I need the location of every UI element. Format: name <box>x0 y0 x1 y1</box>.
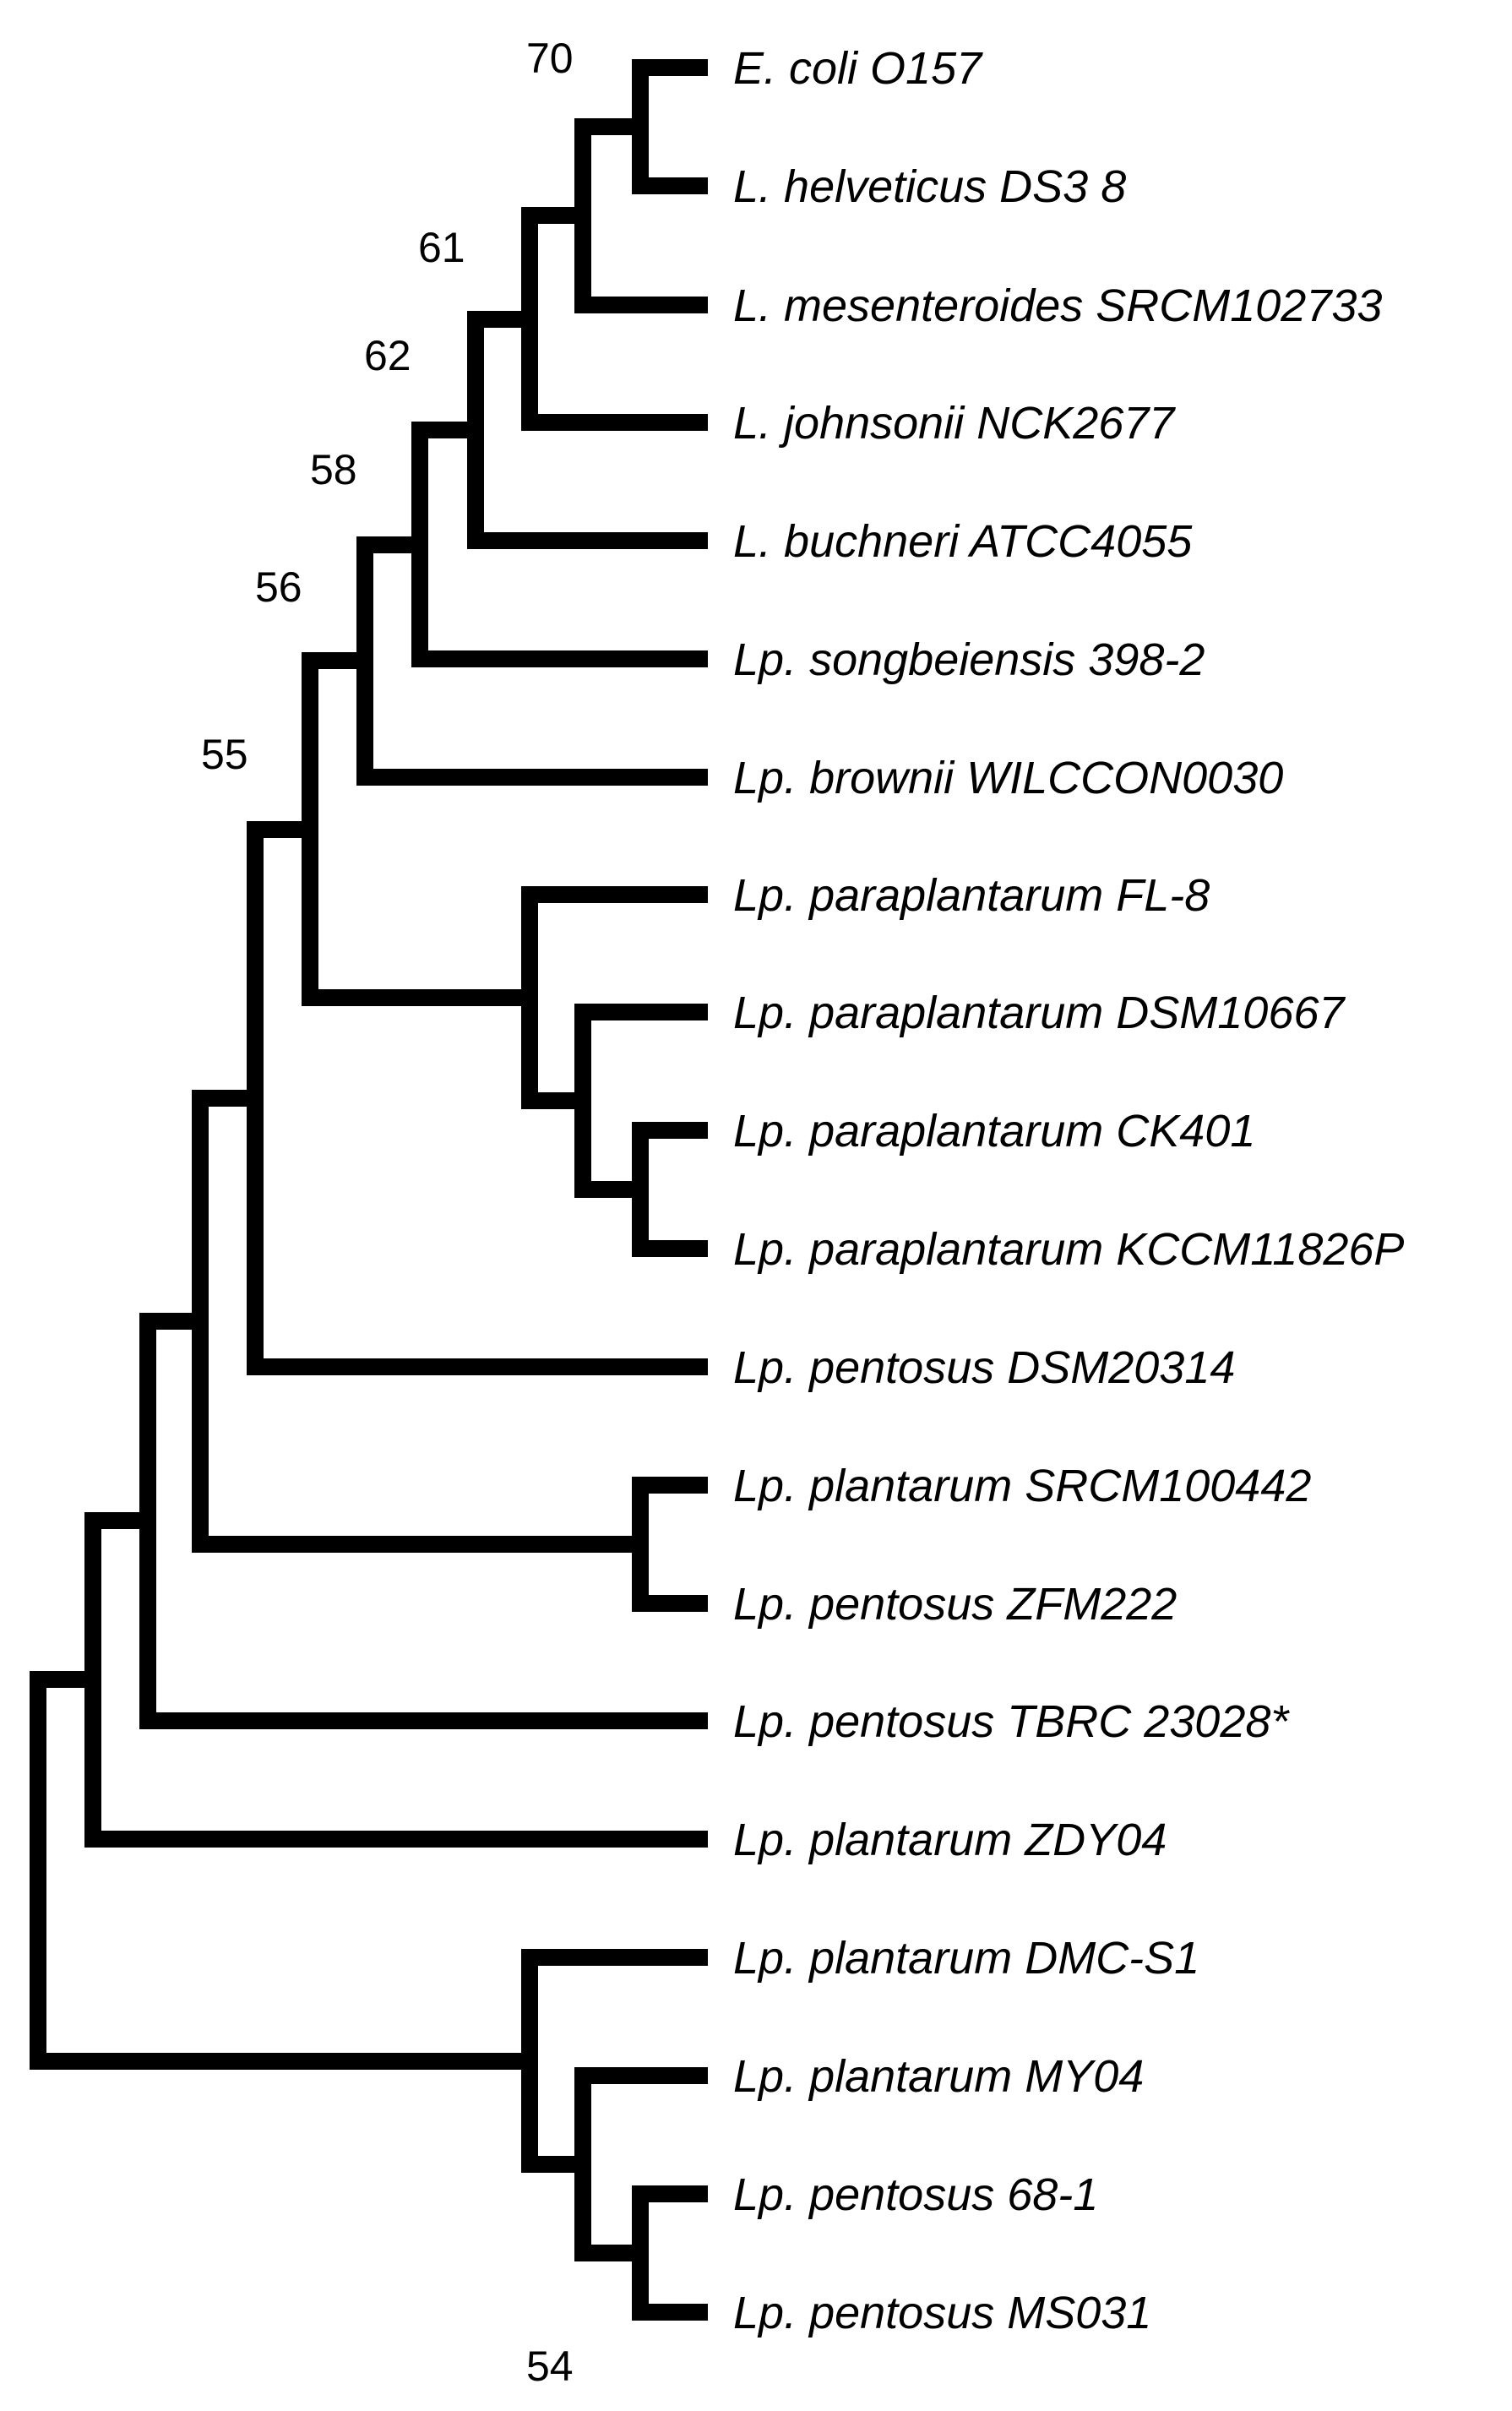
branch-root <box>30 1671 538 2070</box>
bootstrap-support-values: 70 61 62 58 56 55 54 <box>201 35 574 2390</box>
support-value: 58 <box>310 446 357 493</box>
taxon-label: Lp. pentosus MS031 <box>733 2288 1151 2338</box>
taxon-label: Lp. paraplantarum KCCM11826P <box>733 1224 1404 1275</box>
taxon-label: E. coli O157 <box>733 43 983 94</box>
branch-clade-srcm100442-zfm222 <box>632 1477 708 1612</box>
branch-clade-ecoli-helveticus <box>632 59 708 194</box>
support-value: 61 <box>418 224 465 271</box>
taxon-label: Lp. songbeiensis 398-2 <box>733 634 1205 685</box>
support-value: 62 <box>364 332 411 379</box>
branch-clade-srcm-group <box>192 1090 649 1553</box>
branch-clade-54 <box>521 1949 708 2173</box>
support-value: 56 <box>255 563 302 611</box>
taxon-label: Lp. plantarum DMC-S1 <box>733 1933 1199 1984</box>
tree-branches <box>30 59 708 2321</box>
taxon-label: Lp. paraplantarum CK401 <box>733 1106 1255 1157</box>
support-value: 70 <box>526 35 574 82</box>
branch-clade-ck401-kccm <box>632 1122 708 1257</box>
taxon-label: Lp. pentosus 68-1 <box>733 2169 1098 2220</box>
taxon-label: Lp. pentosus DSM20314 <box>733 1342 1235 1393</box>
branch-clade-dsm20314 <box>247 821 708 1375</box>
support-value: 55 <box>201 731 248 778</box>
taxon-label: Lp. paraplantarum FL-8 <box>733 870 1210 921</box>
branch-clade-61 <box>521 207 708 431</box>
taxon-label: Lp. pentosus ZFM222 <box>733 1579 1177 1630</box>
taxon-label: Lp. paraplantarum DSM10667 <box>733 988 1346 1038</box>
taxon-labels: E. coli O157 L. helveticus DS3 8 L. mese… <box>733 43 1404 2338</box>
branch-clade-55 <box>302 652 538 1006</box>
branch-clade-68-1-ms031 <box>632 2185 708 2321</box>
taxon-label: L. helveticus DS3 8 <box>733 161 1126 212</box>
taxon-label: Lp. brownii WILCCON0030 <box>733 753 1283 803</box>
taxon-label: Lp. pentosus TBRC 23028* <box>733 1696 1290 1747</box>
branch-clade-zdy04 <box>84 1512 708 1848</box>
support-value: 54 <box>526 2343 574 2390</box>
branch-clade-paraplantarum <box>521 886 708 1109</box>
taxon-label: Lp. plantarum SRCM100442 <box>733 1461 1311 1511</box>
taxon-label: Lp. plantarum ZDY04 <box>733 1815 1167 1865</box>
taxon-label: L. mesenteroides SRCM102733 <box>733 280 1382 331</box>
taxon-label: L. johnsonii NCK2677 <box>733 398 1176 449</box>
branch-clade-tbrc <box>139 1313 708 1729</box>
taxon-label: Lp. plantarum MY04 <box>733 2051 1144 2102</box>
taxon-label: L. buchneri ATCC4055 <box>733 516 1193 567</box>
